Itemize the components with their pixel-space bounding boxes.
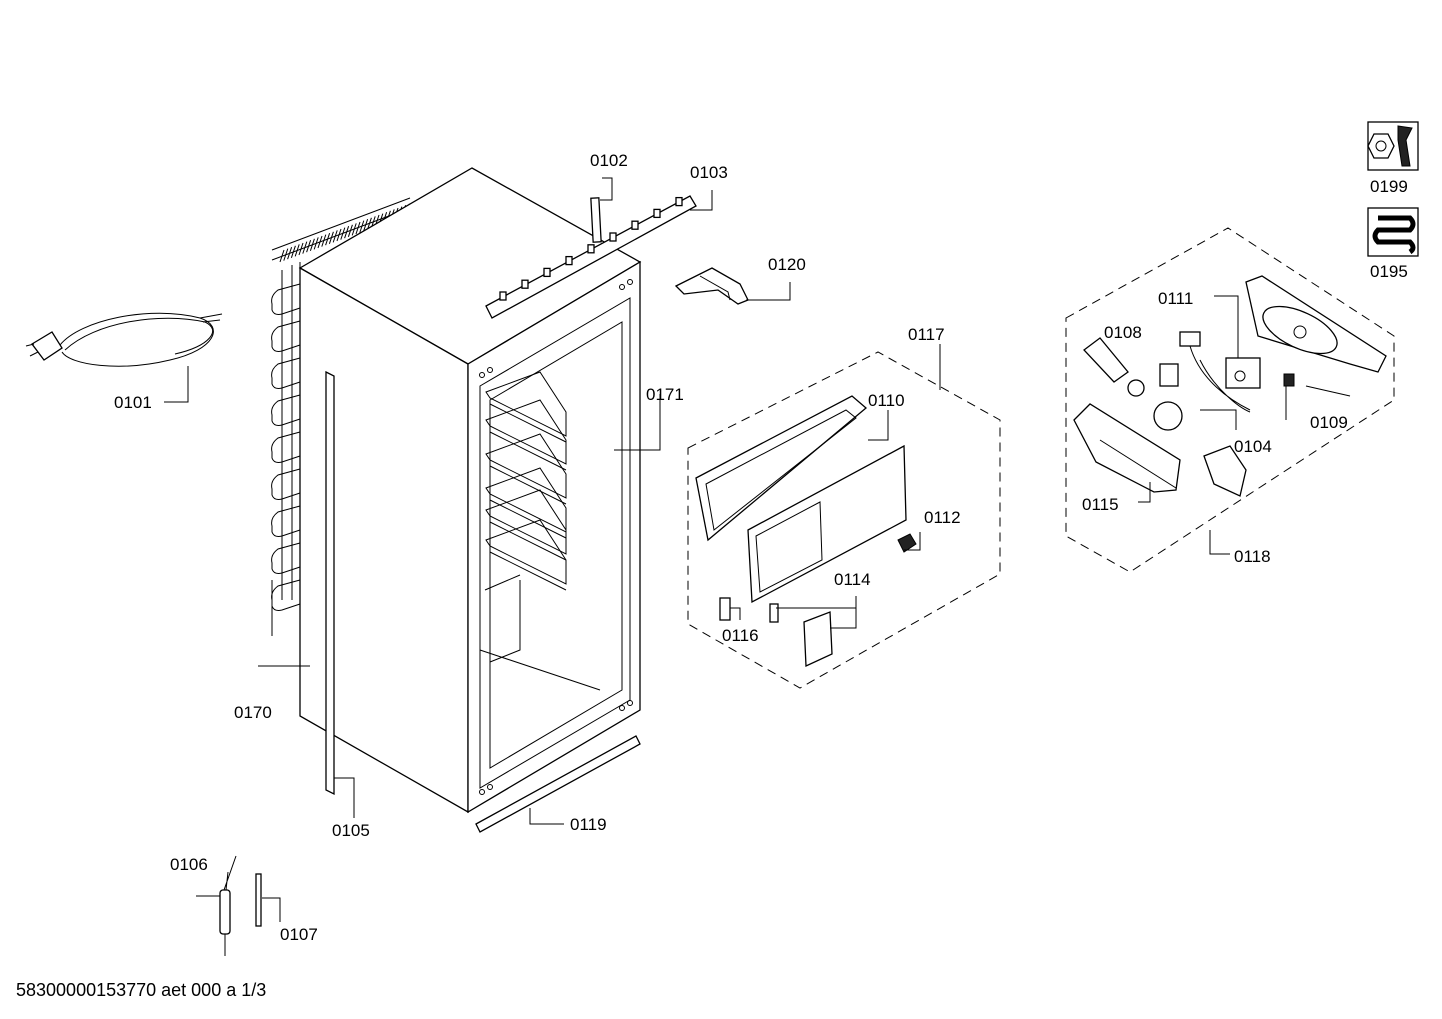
hinge bbox=[674, 267, 749, 305]
power-cord bbox=[25, 312, 223, 367]
condenser-coil bbox=[271, 579, 301, 611]
condenser-coil bbox=[271, 542, 301, 574]
shelf bbox=[485, 371, 567, 443]
document-footer: 58300000153770 aet 000 a 1/3 bbox=[16, 980, 267, 1000]
sensors bbox=[219, 855, 262, 956]
door-group bbox=[687, 351, 1001, 689]
label-0171: 0171 bbox=[646, 385, 684, 404]
label-0103: 0103 bbox=[690, 163, 728, 182]
coil-icon bbox=[1367, 207, 1419, 257]
shelf bbox=[485, 399, 567, 471]
label-0110: 0110 bbox=[868, 391, 905, 410]
label-0104: 0104 bbox=[1234, 437, 1272, 456]
label-0109: 0109 bbox=[1310, 413, 1348, 432]
control-group bbox=[1065, 227, 1395, 573]
label-0117: 0117 bbox=[908, 325, 945, 344]
label-0102: 0102 bbox=[590, 151, 628, 170]
shelf bbox=[485, 519, 567, 591]
label-0116: 0116 bbox=[722, 626, 759, 645]
label-0170: 0170 bbox=[234, 703, 272, 722]
label-0112: 0112 bbox=[924, 508, 961, 527]
condenser-coil bbox=[271, 468, 301, 500]
label-0195: 0195 bbox=[1370, 262, 1408, 281]
shelf bbox=[485, 467, 567, 539]
side-strip bbox=[325, 370, 335, 796]
label-0111: 0111 bbox=[1158, 289, 1193, 308]
label-0106: 0106 bbox=[170, 855, 208, 874]
condenser-coil bbox=[271, 394, 301, 426]
label-0115: 0115 bbox=[1082, 495, 1119, 514]
label-0108: 0108 bbox=[1104, 323, 1142, 342]
label-0199: 0199 bbox=[1370, 177, 1408, 196]
shelf bbox=[485, 489, 567, 561]
condenser-coil bbox=[271, 283, 301, 315]
cabinet bbox=[298, 167, 642, 814]
label-0118: 0118 bbox=[1234, 547, 1271, 566]
label-0120: 0120 bbox=[768, 255, 806, 274]
wrench-nut-icon bbox=[1367, 121, 1419, 171]
part-labels: 0101 0102 0103 0120 0171 0117 0110 0112 … bbox=[114, 151, 1408, 944]
label-0119: 0119 bbox=[570, 815, 607, 834]
condenser-coil bbox=[271, 357, 301, 389]
leader-lines bbox=[164, 177, 1287, 922]
label-0105: 0105 bbox=[332, 821, 370, 840]
condenser-coil bbox=[271, 505, 301, 537]
top-bracket bbox=[485, 195, 697, 319]
shelf bbox=[485, 433, 567, 505]
label-0107: 0107 bbox=[280, 925, 318, 944]
label-0114: 0114 bbox=[834, 570, 871, 589]
condenser-coil bbox=[271, 431, 301, 463]
label-0101: 0101 bbox=[114, 393, 152, 412]
condenser-coil bbox=[271, 320, 301, 352]
bottom-strip bbox=[475, 735, 641, 833]
